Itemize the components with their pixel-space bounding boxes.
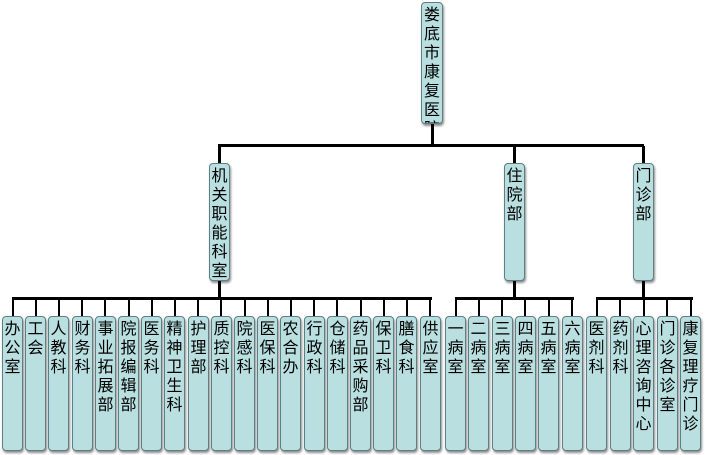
- child-stem: [81, 297, 83, 316]
- branch-down-1: [513, 281, 516, 299]
- branch-node: 住院部: [504, 163, 525, 281]
- department-node: 院报编辑部: [118, 316, 139, 451]
- department-node: 心理咨询中心: [633, 316, 654, 451]
- branch-stem-1: [513, 146, 516, 163]
- child-stem: [313, 297, 315, 316]
- department-node: 三病室: [492, 316, 513, 451]
- branch-stem-2: [642, 146, 645, 163]
- root-stem: [431, 124, 434, 145]
- department-node: 康复理疗门诊: [680, 316, 701, 451]
- department-node: 精神卫生科: [164, 316, 185, 451]
- department-node: 仓储科: [327, 316, 348, 451]
- department-node: 供应室: [420, 316, 441, 451]
- child-stem: [174, 297, 176, 316]
- department-node: 医剂科: [586, 316, 607, 451]
- department-node: 医保科: [257, 316, 278, 451]
- department-node: 医务科: [141, 316, 162, 451]
- child-stem: [455, 297, 457, 316]
- child-stem: [12, 297, 14, 316]
- child-stem: [267, 297, 269, 316]
- department-node: 质控科: [211, 316, 232, 451]
- department-node: 一病室: [445, 316, 466, 451]
- branch-down-0: [218, 281, 221, 299]
- root-node: 娄底市康复医院: [421, 2, 443, 124]
- department-node: 四病室: [515, 316, 536, 451]
- child-stem: [383, 297, 385, 316]
- department-node: 药剂科: [610, 316, 631, 451]
- child-stem: [197, 297, 199, 316]
- department-node: 护理部: [188, 316, 209, 451]
- department-node: 财务科: [72, 316, 93, 451]
- child-stem: [478, 297, 480, 316]
- child-stem: [35, 297, 37, 316]
- child-stem: [571, 297, 573, 316]
- child-stem: [360, 297, 362, 316]
- child-stem: [643, 297, 645, 316]
- department-node: 工会: [25, 316, 46, 451]
- child-stem: [501, 297, 503, 316]
- department-node: 六病室: [562, 316, 583, 451]
- department-node: 二病室: [468, 316, 489, 451]
- child-stem: [690, 297, 692, 316]
- department-node: 膳食科: [396, 316, 417, 451]
- child-stem: [548, 297, 550, 316]
- branch-node: 机关职能科室: [209, 163, 230, 281]
- department-node: 办公室: [2, 316, 23, 451]
- branch-node: 门诊部: [633, 163, 654, 281]
- child-stem: [596, 297, 598, 316]
- child-stem: [666, 297, 668, 316]
- department-node: 门诊各诊室: [657, 316, 678, 451]
- department-node: 事业拓展部: [95, 316, 116, 451]
- child-stem: [244, 297, 246, 316]
- child-stem: [151, 297, 153, 316]
- child-stem: [429, 297, 431, 316]
- child-stem: [220, 297, 222, 316]
- department-node: 五病室: [538, 316, 559, 451]
- child-bus-1: [455, 297, 574, 300]
- child-stem: [290, 297, 292, 316]
- top-bus: [218, 144, 644, 147]
- department-node: 行政科: [304, 316, 325, 451]
- child-bus-0: [12, 297, 432, 300]
- child-stem: [406, 297, 408, 316]
- department-node: 人教科: [48, 316, 69, 451]
- child-stem: [104, 297, 106, 316]
- child-stem: [58, 297, 60, 316]
- child-stem: [336, 297, 338, 316]
- child-stem: [524, 297, 526, 316]
- department-node: 农合办: [280, 316, 301, 451]
- branch-down-2: [642, 281, 645, 299]
- branch-stem-0: [218, 146, 221, 163]
- department-node: 保卫科: [373, 316, 394, 451]
- department-node: 院感科: [234, 316, 255, 451]
- child-stem: [128, 297, 130, 316]
- department-node: 药品采购部: [350, 316, 371, 451]
- child-stem: [619, 297, 621, 316]
